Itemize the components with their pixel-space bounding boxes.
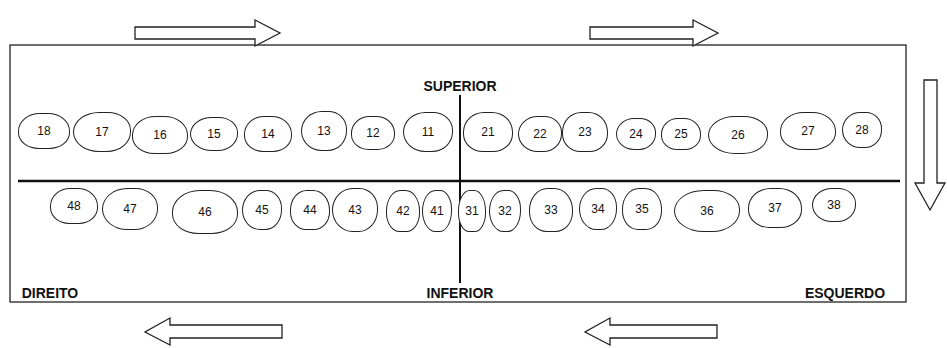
tooth-outline: 13 <box>301 111 347 151</box>
tooth-outline: 21 <box>463 112 513 152</box>
tooth-outline: 33 <box>529 188 573 232</box>
tooth-number: 15 <box>207 127 220 141</box>
tooth-outline: 44 <box>290 190 330 230</box>
tooth-number: 48 <box>67 199 80 213</box>
tooth-outline: 28 <box>842 112 882 148</box>
tooth-number: 28 <box>855 123 868 137</box>
direction-arrow <box>915 80 945 210</box>
tooth-number: 17 <box>95 125 108 139</box>
tooth-outline: 41 <box>422 190 452 232</box>
tooth-outline: 47 <box>102 188 158 230</box>
midline <box>459 95 461 283</box>
tooth-number: 35 <box>635 202 648 216</box>
tooth-outline: 45 <box>242 190 282 230</box>
tooth-outline: 17 <box>73 112 131 152</box>
tooth-number: 12 <box>366 126 379 140</box>
tooth-number: 16 <box>153 128 166 142</box>
tooth-number: 37 <box>768 201 781 215</box>
tooth-number: 27 <box>801 124 814 138</box>
tooth-number: 14 <box>261 127 274 141</box>
tooth-outline: 43 <box>332 188 378 232</box>
tooth-number: 22 <box>533 127 546 141</box>
tooth-number: 44 <box>303 203 316 217</box>
tooth-number: 38 <box>827 198 840 212</box>
region-label: DIREITO <box>20 285 81 301</box>
direction-arrow <box>135 20 280 46</box>
tooth-number: 32 <box>498 204 511 218</box>
tooth-outline: 31 <box>458 190 486 232</box>
region-label: SUPERIOR <box>421 78 498 94</box>
tooth-number: 47 <box>123 202 136 216</box>
tooth-number: 31 <box>465 204 478 218</box>
tooth-outline: 16 <box>132 116 188 154</box>
direction-arrow <box>145 318 282 345</box>
tooth-outline: 32 <box>489 190 521 232</box>
tooth-number: 26 <box>731 128 744 142</box>
tooth-outline: 38 <box>812 188 856 222</box>
tooth-outline: 46 <box>172 190 238 234</box>
tooth-number: 21 <box>481 125 494 139</box>
tooth-number: 36 <box>700 204 713 218</box>
tooth-number: 25 <box>674 127 687 141</box>
tooth-outline: 37 <box>748 188 802 228</box>
direction-arrow <box>585 318 717 345</box>
tooth-outline: 36 <box>674 190 740 232</box>
tooth-outline: 42 <box>386 190 420 232</box>
tooth-outline: 35 <box>622 188 662 230</box>
tooth-number: 41 <box>430 204 443 218</box>
tooth-number: 46 <box>198 205 211 219</box>
tooth-number: 42 <box>396 204 409 218</box>
tooth-outline: 12 <box>351 116 395 150</box>
tooth-number: 24 <box>629 127 642 141</box>
tooth-outline: 15 <box>190 117 238 151</box>
tooth-outline: 11 <box>403 112 453 152</box>
tooth-number: 11 <box>422 125 434 139</box>
tooth-number: 18 <box>37 124 50 138</box>
tooth-number: 43 <box>348 203 361 217</box>
direction-arrow <box>590 20 718 46</box>
tooth-outline: 25 <box>661 118 701 150</box>
chart-frame <box>10 45 906 302</box>
tooth-outline: 22 <box>518 116 562 152</box>
tooth-outline: 48 <box>50 188 98 224</box>
tooth-outline: 23 <box>562 112 608 152</box>
tooth-number: 34 <box>591 202 604 216</box>
tooth-number: 13 <box>317 124 330 138</box>
tooth-outline: 34 <box>579 188 617 230</box>
tooth-outline: 18 <box>18 113 70 149</box>
tooth-outline: 24 <box>616 118 656 150</box>
tooth-number: 23 <box>578 125 591 139</box>
tooth-outline: 27 <box>780 112 836 150</box>
region-label: INFERIOR <box>425 285 496 301</box>
tooth-outline: 14 <box>244 116 292 152</box>
tooth-number: 33 <box>544 203 557 217</box>
tooth-outline: 26 <box>708 116 768 154</box>
region-label: ESQUERDO <box>803 285 887 301</box>
tooth-number: 45 <box>255 203 268 217</box>
